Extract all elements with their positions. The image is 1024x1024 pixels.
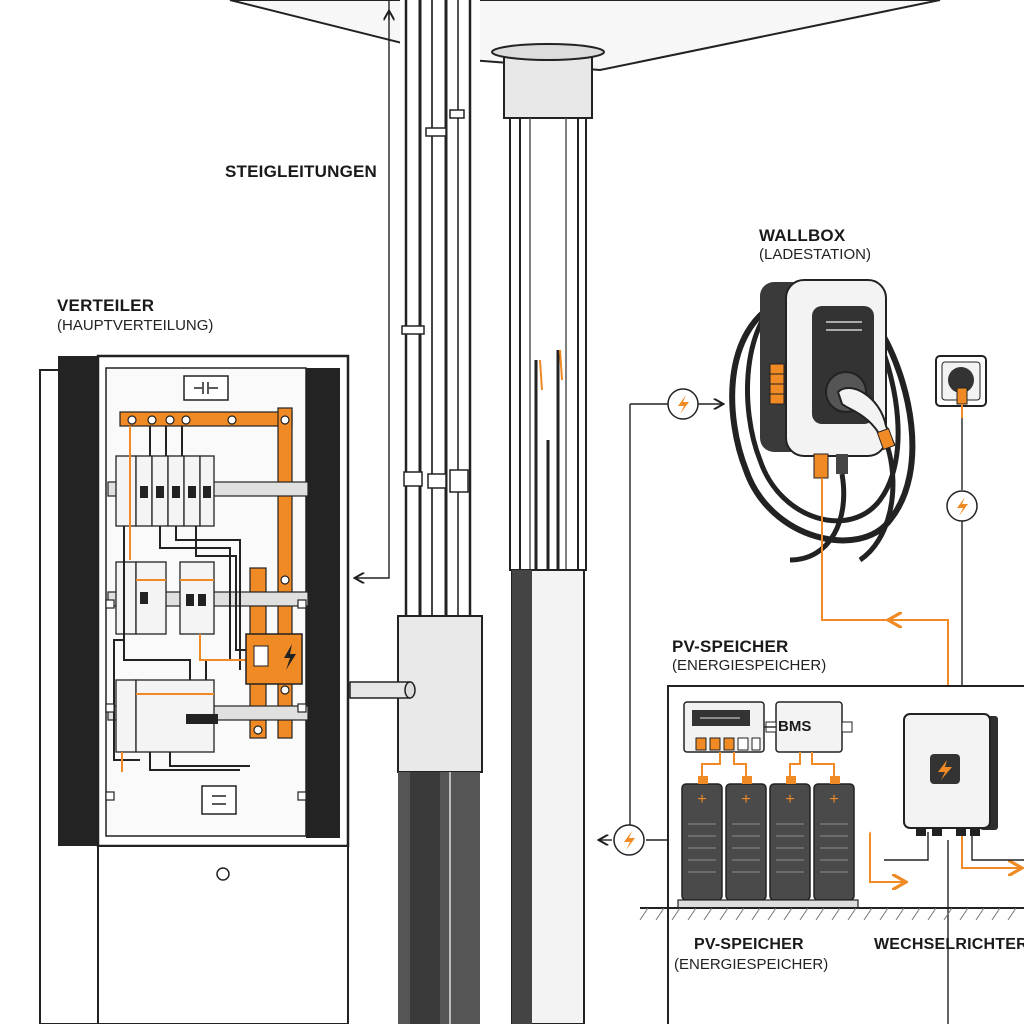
pv-speicher-title-top: PV-SPEICHER [672,637,789,656]
riser-cables [349,0,483,1024]
lightning-icon [938,760,952,780]
bms-label: BMS [778,718,812,735]
riser-conduit [491,43,605,1024]
svg-text:+: + [829,791,838,808]
wallbox-title: WALLBOX [759,226,846,245]
verteiler-cabinet [39,354,350,1024]
capacitor-symbol-icon [194,382,218,394]
battery-plus-icon: + [681,776,723,901]
battery-plus-icon: + [769,776,811,901]
pv-speicher-subtitle-top: (ENERGIESPEICHER) [672,657,827,674]
pv-speicher-system: + + + + [667,685,1024,1024]
wallbox-subtitle: (LADESTATION) [759,246,871,263]
wallbox [729,279,916,563]
svg-text:+: + [697,791,706,808]
steigleitungen-arrow [356,0,389,578]
svg-text:+: + [785,791,794,808]
lightning-icon [613,824,645,856]
lightning-icon [667,388,699,420]
battery-plus-icon: + [725,776,767,901]
svg-text:+: + [741,791,750,808]
steigleitungen-label: STEIGLEITUNGEN [225,162,378,181]
verteiler-title: VERTEILER [57,296,155,315]
battery-plus-icon: + [813,776,855,901]
verteiler-subtitle: (HAUPTVERTEILUNG) [57,317,214,334]
pv-speicher-subtitle-bottom: (ENERGIESPEICHER) [674,956,829,973]
wechselrichter-label: WECHSELRICHTER [874,936,1024,953]
pv-speicher-title-bottom: PV-SPEICHER [694,936,804,953]
floor [639,907,1024,921]
plug-socket-icon [935,355,987,418]
lightning-icon [284,644,296,670]
lightning-icon [946,490,978,522]
